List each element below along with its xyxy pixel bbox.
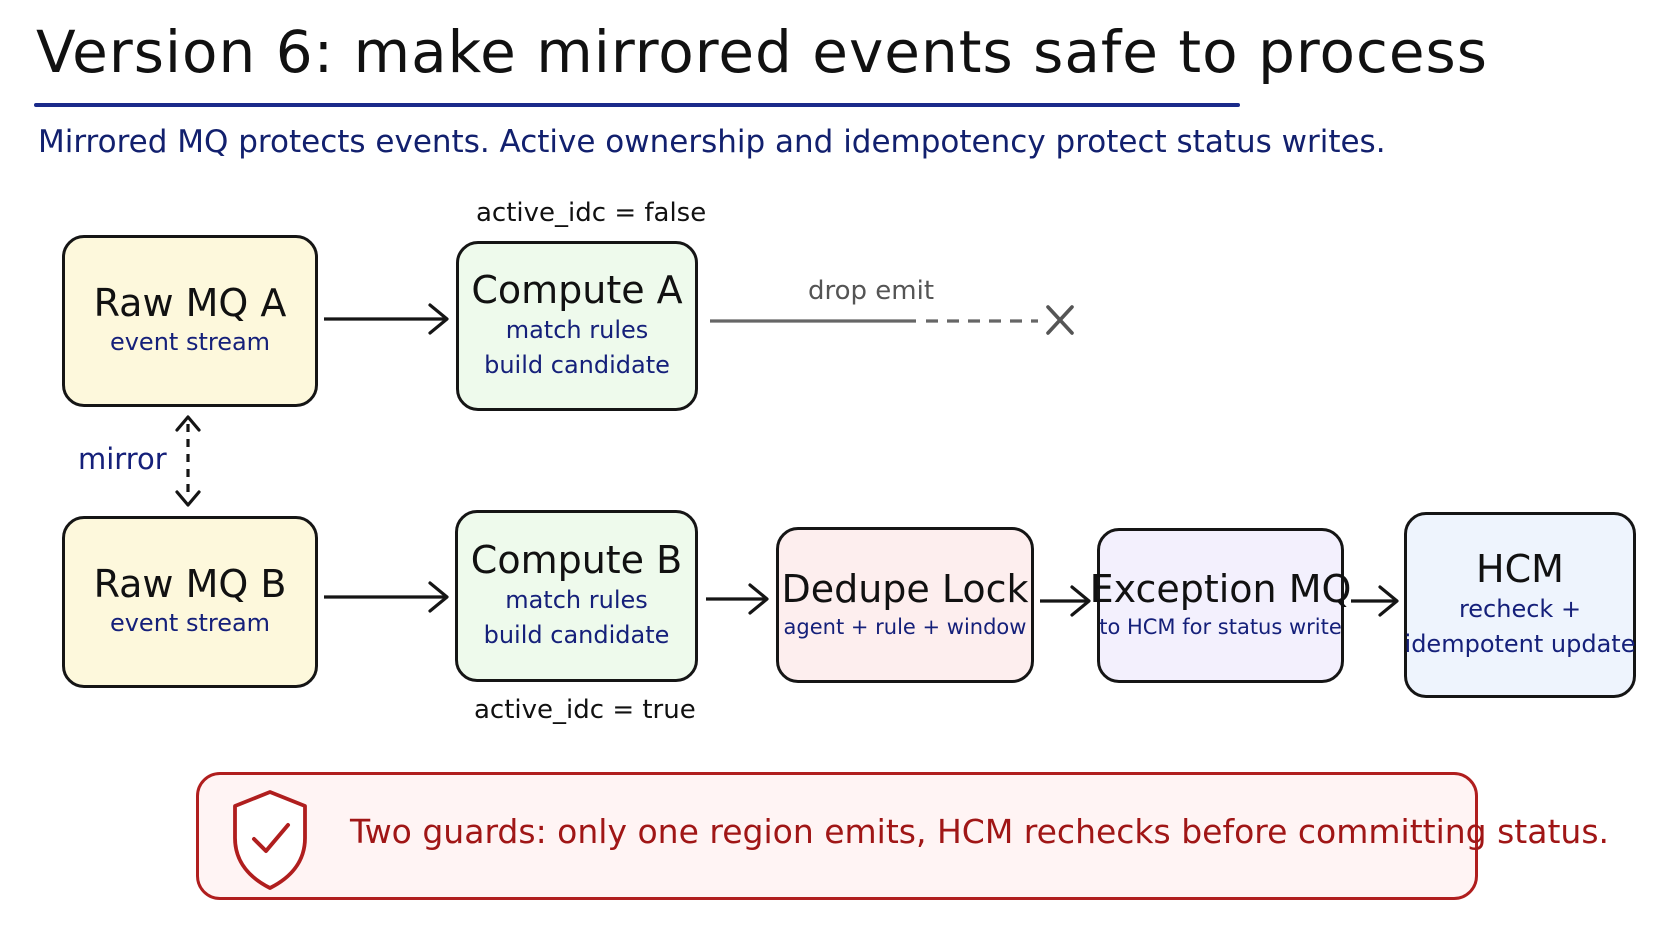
node-compute-b-line-1: match rules	[505, 586, 648, 615]
node-exception-mq: Exception MQ to HCM for status write	[1090, 528, 1351, 683]
node-compute-a-line-1: match rules	[505, 316, 649, 345]
arrow-raw-mq-b-to-compute-b	[324, 581, 449, 613]
arrow-dedupe-lock-to-exception-mq	[1040, 585, 1091, 617]
node-hcm-line-1: recheck +	[1458, 595, 1582, 624]
node-raw-mq-b-line: event stream	[109, 609, 271, 638]
node-compute-a-line-2: build candidate	[484, 350, 670, 379]
node-compute-b: Compute B match rules build candidate	[455, 510, 698, 682]
node-raw-mq-b-title: Raw MQ B	[93, 561, 287, 606]
node-compute-a-title: Compute A	[471, 268, 683, 313]
title-underline	[34, 103, 1240, 107]
arrow-mirror	[175, 415, 201, 507]
node-raw-mq-a-line: event stream	[109, 328, 271, 357]
node-compute-b-title: Compute B	[470, 538, 683, 583]
node-dedupe-lock-line: agent + rule + window	[783, 614, 1027, 639]
arrow-exception-mq-to-hcm	[1351, 585, 1399, 617]
arrow-raw-mq-a-to-compute-a	[324, 303, 449, 335]
node-dedupe-lock: Dedupe Lock agent + rule + window	[776, 527, 1034, 683]
drop-emit-label: drop emit	[808, 276, 935, 306]
guard-callout	[196, 772, 1478, 900]
diagram-title: Version 6: make mirrored events safe to …	[36, 18, 1488, 86]
compute-a-state-label: active_idc = false	[476, 198, 707, 228]
drop-x-icon	[1046, 305, 1074, 335]
diagram-subtitle: Mirrored MQ protects events. Active owne…	[38, 124, 1386, 160]
node-hcm-line-2: idempotent update	[1404, 629, 1636, 658]
arrow-compute-b-to-dedupe-lock	[706, 583, 769, 615]
node-raw-mq-a: Raw MQ A event stream	[62, 235, 318, 407]
node-hcm: HCM recheck + idempotent update	[1404, 512, 1636, 698]
node-raw-mq-b: Raw MQ B event stream	[62, 516, 318, 688]
node-compute-a: Compute A match rules build candidate	[456, 241, 698, 411]
node-raw-mq-a-title: Raw MQ A	[93, 280, 287, 325]
node-exception-mq-line: to HCM for status write	[1099, 615, 1342, 640]
node-hcm-title: HCM	[1476, 547, 1564, 592]
mirror-label: mirror	[78, 442, 167, 476]
node-compute-b-line-2: build candidate	[483, 620, 670, 649]
guard-text: Two guards: only one region emits, HCM r…	[350, 812, 1609, 851]
node-exception-mq-title: Exception MQ	[1089, 567, 1352, 612]
node-dedupe-lock-title: Dedupe Lock	[781, 566, 1029, 611]
compute-b-state-label: active_idc = true	[474, 695, 696, 725]
